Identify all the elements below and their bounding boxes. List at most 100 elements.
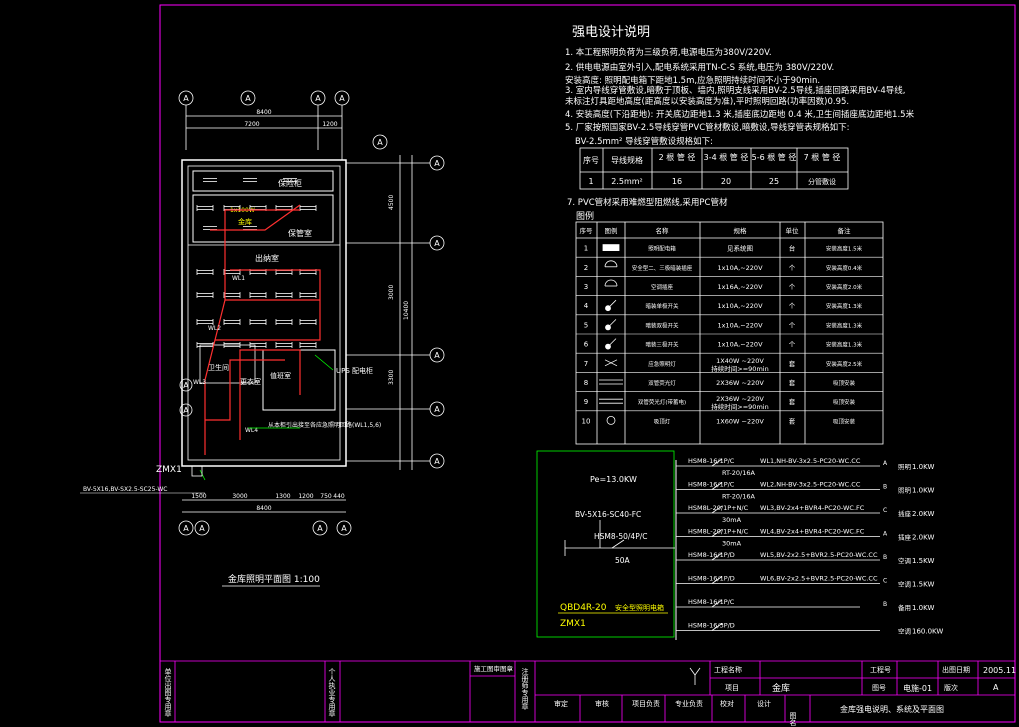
circuit-relay-2: 30mA xyxy=(722,516,742,524)
main-breaker: HSM8-50/4P/C xyxy=(594,532,647,541)
axis-top-1: A xyxy=(245,94,251,103)
axis-top-3: A xyxy=(339,94,345,103)
pipe-r-2: 16 xyxy=(672,177,682,186)
fluorescent-light-icon xyxy=(203,226,217,230)
legend-remark-3: 安装高度1.3米 xyxy=(826,302,863,310)
legend-no-2: 3 xyxy=(584,283,588,291)
axis-side-4: A xyxy=(434,405,440,414)
fluorescent-light-icon xyxy=(203,178,217,182)
circuit-use-7: 空调 xyxy=(898,627,911,636)
legend-unit-3: 个 xyxy=(789,302,796,310)
pipe-r-1: 2.5mm² xyxy=(611,177,643,186)
room-wc: 卫生间 xyxy=(208,363,229,372)
circuit-relay-0: RT-20/16A xyxy=(722,469,755,477)
circuit-phase-6: B xyxy=(883,601,887,608)
dim-bottom-5: 440 xyxy=(333,493,345,500)
fluorescent-light-icon xyxy=(196,319,214,325)
version-label: 版次 xyxy=(944,683,958,692)
title-block xyxy=(160,660,1015,722)
fluorescent-light-icon xyxy=(283,178,297,182)
circuit-breaker-3: HSM8L-20/1P+N/C xyxy=(688,528,749,536)
pipe-r-3: 20 xyxy=(721,177,731,186)
plan-title: 金库照明平面图 1:100 xyxy=(228,573,320,585)
legend-no-5: 6 xyxy=(584,341,589,349)
circuit-power-0: 1.0KW xyxy=(912,463,934,471)
legend-remark-7: 吸顶安装 xyxy=(833,379,856,387)
circuit-cable-4: WL5,BV-2x2.5+BVR2.5-PC20-WC.CC xyxy=(760,551,878,559)
legend-symbol-icon-5 xyxy=(605,338,617,350)
legend-header-3: 规格 xyxy=(734,226,748,235)
circuit-power-7: 160.0KW xyxy=(912,628,943,636)
legend-name-0: 照明配电箱 xyxy=(648,245,676,253)
dim-right-total: 10400 xyxy=(403,301,410,320)
circuit-cable-1: WL2,NH-BV-3x2.5-PC20-WC.CC xyxy=(760,481,861,489)
dim-bottom-0: 1500 xyxy=(191,493,206,500)
legend-name-9: 吸顶灯 xyxy=(654,417,671,425)
legend-no-8: 9 xyxy=(584,398,588,406)
distribution-box-icon xyxy=(191,465,203,477)
legend-unit-8: 套 xyxy=(789,397,796,406)
legend-spec-0: 见系统图 xyxy=(727,244,753,253)
leaders xyxy=(199,354,334,481)
legend-unit-1: 个 xyxy=(789,264,796,272)
wl-label-3: WL3 xyxy=(193,379,206,386)
circuit-use-4: 空调 xyxy=(898,556,911,565)
fluorescent-light-icon xyxy=(249,319,267,325)
legend-remark-1: 安装高度0.4米 xyxy=(826,264,863,272)
circuit-breaker-5: HSM8-16/1P/D xyxy=(688,575,735,583)
role-2: 项目负责 xyxy=(632,699,660,708)
pipe-r-5: 分管敷设 xyxy=(808,177,836,186)
axis-bottom-1: A xyxy=(199,524,205,533)
legend-spec-8: 2X36W ~220V xyxy=(716,395,764,403)
legend-name-6: 应急照明灯 xyxy=(648,360,676,368)
circuit-cable-2: WL3,BV-2x4+BVR4-PC20-WC.FC xyxy=(760,504,865,512)
circuit-power-5: 1.5KW xyxy=(912,581,934,589)
pe-label: Pe=13.0KW xyxy=(590,475,637,484)
pipe-h-4: 5-6 根 管 径 xyxy=(752,152,797,162)
legend-spec2-8: 持续时间>=90min xyxy=(711,402,768,411)
floor-plan: A A A A 8400 7200 1200 保险柜 保管室 金库 出纳室 值班… xyxy=(80,90,445,587)
legend-name-2: 空调插座 xyxy=(651,283,674,291)
fluorescent-light-icon xyxy=(196,205,214,211)
project-name-label: 工程名称 xyxy=(714,665,742,674)
wl-label-4: WL4 xyxy=(245,427,258,434)
circuit-breaker-6: HSM8-16/1P/C xyxy=(688,598,735,606)
note-2b: 安装高度: 照明配电箱下距地1.5m,应急照明持续时间不小于90min. xyxy=(565,75,820,86)
project-label: 项目 xyxy=(725,684,739,692)
fluorescent-light-icon xyxy=(249,342,267,348)
dim-bottom-2: 1300 xyxy=(275,493,290,500)
legend-no-7: 8 xyxy=(584,379,588,387)
circuit-phase-4: B xyxy=(883,554,887,561)
stamp-drawing: 施工图审图章 xyxy=(474,664,514,673)
fluorescent-light-icon xyxy=(223,292,241,298)
project-no-label: 工程号 xyxy=(870,665,891,674)
box-ref: ZMX1 xyxy=(156,465,182,475)
dim-bottom-total: 8400 xyxy=(256,505,271,512)
logo-mark xyxy=(689,667,701,685)
axis-bottom-0: A xyxy=(183,524,189,533)
circuit-power-6: 1.0KW xyxy=(912,604,934,612)
legend-name-1: 安全型二、三极暗装插座 xyxy=(632,264,693,272)
circuit-phase-3: A xyxy=(883,531,888,538)
pipe-r-0: 1 xyxy=(588,177,593,186)
legend-spec-6: 1X40W ~220V xyxy=(716,357,764,365)
circuit-rows: HSM8-16/1P/CRT-20/16AWL1,NH-BV-3x2.5-PC2… xyxy=(676,457,943,636)
legend-unit-4: 个 xyxy=(789,321,796,329)
legend-spec-3: 1x10A,~220V xyxy=(717,302,763,310)
circuit-phase-5: C xyxy=(883,578,887,585)
fluorescent-light-icon xyxy=(275,342,293,348)
axis-top xyxy=(178,90,350,160)
circuit-use-6: 备用 xyxy=(898,603,911,612)
role-4: 校对 xyxy=(720,699,734,708)
axis-side-1: A xyxy=(434,159,440,168)
light-fixtures xyxy=(196,178,317,348)
legend-name-4: 暗装双极开关 xyxy=(645,321,679,329)
legend-spec-4: 1x10A,~220V xyxy=(717,321,763,329)
legend-header-5: 备注 xyxy=(838,226,852,235)
circuit-cable-5: WL6,BV-2x2.5+BVR2.5-PC20-WC.CC xyxy=(760,575,878,583)
dim-right-0: 4500 xyxy=(388,195,395,210)
axis-bottom-3: A xyxy=(341,524,347,533)
drawing-frame xyxy=(159,4,1016,723)
dim-bottom-3: 1200 xyxy=(298,493,313,500)
legend-header-2: 名称 xyxy=(656,226,670,235)
